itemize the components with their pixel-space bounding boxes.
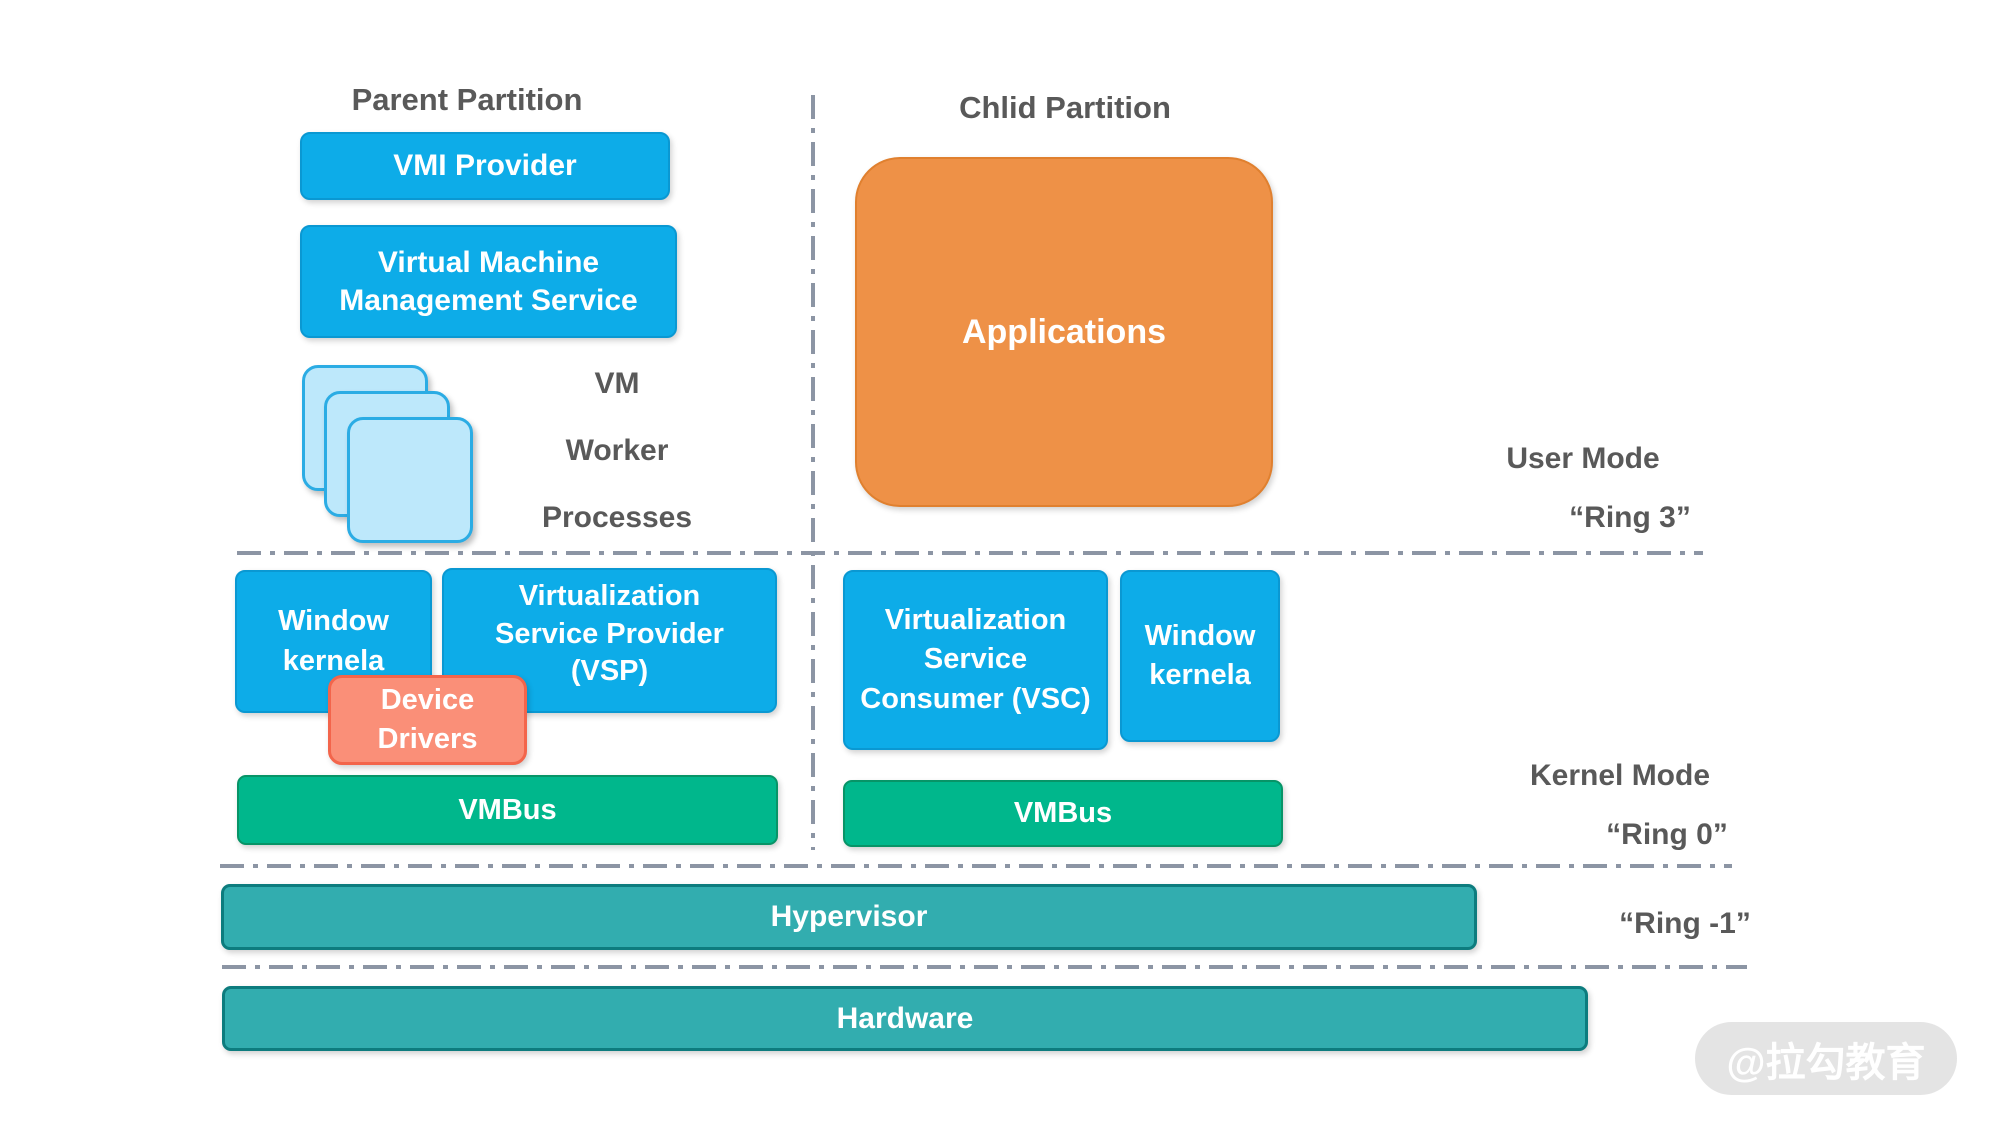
vmi-provider-box: VMI Provider [300, 132, 670, 200]
vm-worker-stack-front-icon [347, 417, 473, 543]
child-partition-title: Chlid Partition [959, 90, 1171, 125]
ring-minus1-label: “Ring -1” [1619, 907, 1751, 940]
kernel-mode-label: Kernel Mode [1529, 759, 1711, 792]
vsc-box: Virtualization Service Consumer (VSC) [843, 570, 1108, 750]
ring0-label: “Ring 0” [1606, 818, 1728, 851]
vmbus-right-box: VMBus [843, 780, 1283, 847]
vm-management-service-box: Virtual Machine Management Service [300, 225, 677, 338]
ring3-label: “Ring 3” [1569, 501, 1691, 534]
hardware-box: Hardware [222, 986, 1588, 1051]
watermark-badge: @拉勾教育 [1695, 1022, 1957, 1095]
user-mode-label: User Mode [1506, 442, 1660, 475]
vmbus-left-box: VMBus [237, 775, 778, 845]
applications-box: Applications [855, 157, 1273, 507]
vm-worker-processes-label: VM Worker Processes [541, 367, 693, 534]
device-drivers-box: Device Drivers [328, 675, 527, 765]
hypervisor-box: Hypervisor [221, 884, 1477, 950]
parent-partition-title: Parent Partition [351, 82, 583, 117]
vsp-box: Virtualization Service Provider (VSP) [442, 568, 777, 713]
window-kernel-right-box: Window kernela [1120, 570, 1280, 742]
